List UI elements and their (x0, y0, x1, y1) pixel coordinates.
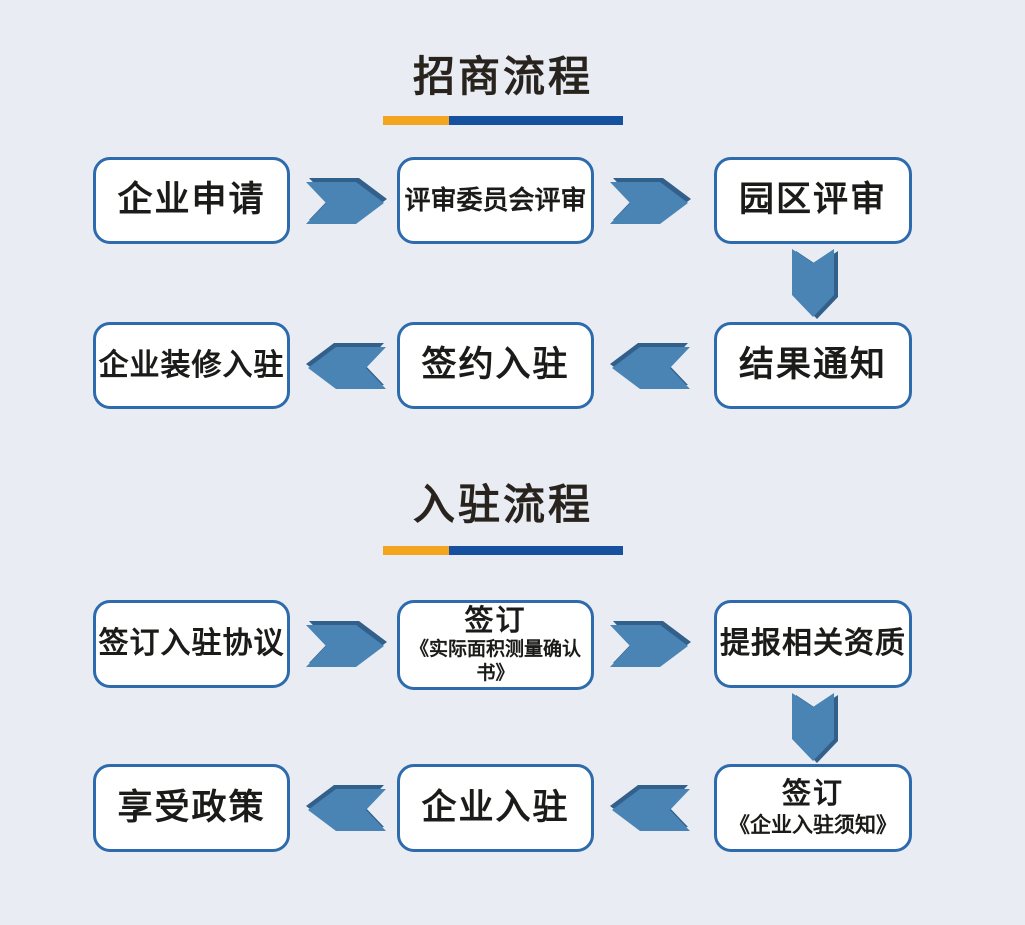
step-sign-move-in: 签约入驻 (397, 322, 594, 409)
arrow-right-icon (306, 621, 387, 667)
step-label: 享受政策 (117, 787, 266, 827)
step-enjoy-policy: 享受政策 (93, 764, 290, 852)
step-renovation-move-in: 企业装修入驻 (93, 322, 290, 409)
step-label: 园区评审 (738, 180, 887, 220)
arrow-left-icon (610, 785, 690, 831)
step-company-application: 企业申请 (93, 157, 290, 244)
step-result-notice: 结果通知 (714, 322, 912, 409)
section1-title-underline (383, 116, 623, 125)
arrow-down-icon (792, 693, 838, 763)
step-label: 签订入驻协议 (98, 627, 285, 661)
arrow-right-icon (610, 178, 691, 224)
step-label-line2: 《实际面积测量确认书》 (409, 638, 581, 684)
step-sign-move-in-notice: 签订 《企业入驻须知》 (714, 764, 912, 852)
step-sign-area-confirmation: 签订 《实际面积测量确认书》 (397, 600, 594, 690)
underline-orange-segment (383, 546, 449, 555)
arrow-left-icon (306, 785, 386, 831)
step-label: 提报相关资质 (720, 627, 906, 661)
arrow-right-icon (610, 621, 691, 667)
underline-blue-segment (449, 116, 623, 125)
step-company-move-in: 企业入驻 (397, 764, 594, 852)
section2-title: 入驻流程 (412, 483, 593, 529)
step-label-line1: 签订 (781, 778, 844, 811)
underline-orange-segment (383, 116, 449, 125)
step-label-line2: 《企业入驻须知》 (729, 812, 897, 837)
arrow-left-icon (610, 343, 690, 389)
step-sign-agreement: 签订入驻协议 (93, 600, 290, 688)
step-review-committee: 评审委员会评审 (397, 157, 594, 244)
step-submit-qualifications: 提报相关资质 (714, 600, 912, 688)
section2-title-underline (383, 546, 623, 555)
underline-blue-segment (449, 546, 623, 555)
step-park-review: 园区评审 (714, 157, 912, 244)
step-label: 企业入驻 (421, 787, 570, 827)
step-label-line1: 签订 (464, 604, 527, 637)
step-label: 结果通知 (738, 345, 887, 385)
step-label: 签约入驻 (421, 345, 570, 385)
section1-title: 招商流程 (412, 55, 593, 101)
arrow-left-icon (306, 343, 386, 389)
step-label: 企业申请 (117, 180, 266, 220)
arrow-right-icon (306, 178, 387, 224)
step-label: 评审委员会评审 (404, 185, 587, 215)
step-label: 企业装修入驻 (98, 348, 285, 382)
arrow-down-icon (792, 249, 838, 319)
